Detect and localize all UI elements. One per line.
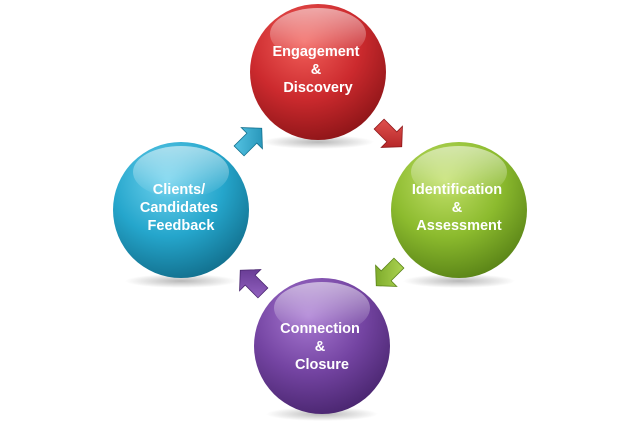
node-gloss [411, 146, 507, 198]
node-label-line: Candidates [140, 200, 218, 216]
arrow-feedback-to-engagement [233, 127, 263, 157]
arrow-identification-to-connection [375, 257, 405, 287]
node-shadow [125, 274, 237, 288]
node-label-line: Clients/ [153, 182, 205, 198]
svg-text:Clients/ Candidates: Clients/ Candidates Feedback [140, 182, 222, 234]
node-clients-candidates-feedback: Clients/ Candidates Feedback [113, 142, 249, 288]
node-label-line: & [311, 62, 322, 78]
node-connection-closure: Connection & Closure [254, 278, 390, 421]
node-label-line: Discovery [283, 80, 352, 96]
node-label-line: Feedback [148, 218, 216, 234]
arrow-engagement-to-identification [373, 118, 403, 148]
node-label-line: Connection [280, 321, 360, 337]
node-shadow [403, 274, 515, 288]
node-identification-assessment: Identification & Assessment [391, 142, 527, 288]
node-label-line: & [315, 339, 326, 355]
node-gloss [274, 282, 370, 334]
node-label-line: & [452, 200, 463, 216]
node-label-line: Closure [295, 357, 349, 373]
node-gloss [270, 8, 366, 60]
node-shadow [262, 135, 374, 149]
svg-text:Engagement & Disco: Engagement & Discovery [272, 44, 363, 96]
node-label-line: Engagement [272, 44, 359, 60]
node-engagement-discovery: Engagement & Discovery [250, 4, 386, 149]
svg-text:Identification & A: Identification & Assessment [412, 182, 506, 234]
svg-text:Connection & Closu: Connection & Closure [280, 321, 364, 373]
node-label-line: Assessment [416, 218, 502, 234]
node-gloss [133, 146, 229, 198]
node-label-line: Identification [412, 182, 502, 198]
arrow-connection-to-feedback [239, 269, 269, 299]
